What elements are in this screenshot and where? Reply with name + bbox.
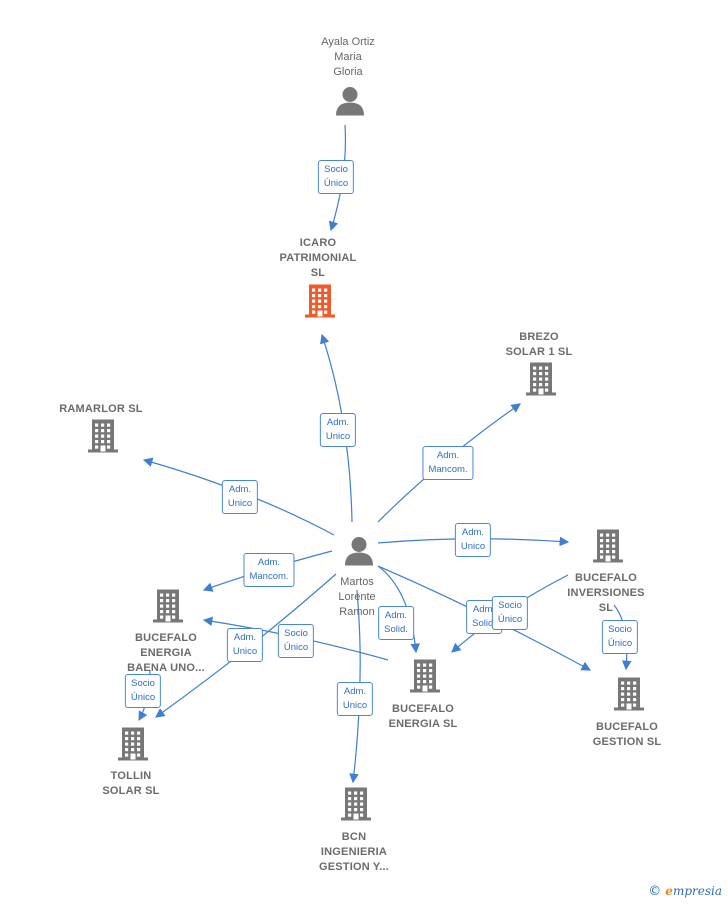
edge-e7 (377, 565, 420, 654)
node-brezo[interactable] (524, 361, 558, 402)
node-bucbaena[interactable] (151, 588, 185, 629)
node-bcn[interactable] (339, 786, 373, 827)
node-label-icaro[interactable]: ICARO PATRIMONIAL SL (279, 237, 357, 279)
node-label-martos[interactable]: Martos Lorente Ramon (338, 576, 376, 618)
edge-label-e12[interactable]: Socio Único (277, 624, 315, 658)
node-bucgestion[interactable] (612, 676, 646, 717)
node-label-bucbaena[interactable]: BUCEFALO ENERGIA BAENA UNO... (127, 632, 205, 674)
edge-label-e10[interactable]: Socio Único (601, 620, 639, 654)
building-icon (526, 362, 556, 396)
node-label-ramarlor[interactable]: RAMARLOR SL (59, 403, 143, 415)
edge-label-e3[interactable]: Adm. Mancom. (422, 446, 474, 480)
edge-label-e7[interactable]: Adm. Solid. (378, 606, 414, 640)
building-icon (341, 787, 371, 821)
edge-label-e13[interactable]: Adm. Unico (336, 682, 374, 716)
node-icaro[interactable] (303, 283, 337, 324)
edge-label-e4[interactable]: Adm. Unico (221, 480, 259, 514)
node-label-ayala[interactable]: Ayala Ortiz Maria Gloria (321, 36, 375, 78)
edge-label-e6[interactable]: Adm. Mancom. (243, 553, 295, 587)
building-icon (153, 589, 183, 623)
node-label-bucgestion[interactable]: BUCEFALO GESTION SL (592, 721, 662, 748)
node-bucenergia[interactable] (408, 658, 442, 699)
node-label-bucenergia[interactable]: BUCEFALO ENERGIA SL (388, 703, 458, 730)
edge-label-e11[interactable]: Adm. Unico (226, 628, 264, 662)
person-icon (336, 87, 364, 116)
building-icon (410, 659, 440, 693)
edge-label-e2[interactable]: Adm. Unico (319, 413, 357, 447)
building-icon (305, 284, 335, 318)
node-martos[interactable] (343, 535, 375, 572)
person-icon (345, 537, 373, 566)
building-icon (593, 529, 623, 563)
node-ramarlor[interactable] (86, 418, 120, 459)
building-icon (614, 677, 644, 711)
node-ayala[interactable] (334, 85, 366, 122)
edge-label-e9[interactable]: Socio Único (491, 596, 529, 630)
node-label-bucinv[interactable]: BUCEFALO INVERSIONES SL (567, 572, 645, 614)
edge-label-e14[interactable]: Socio Único (124, 674, 162, 708)
node-label-tollin[interactable]: TOLLIN SOLAR SL (102, 770, 160, 797)
empresia-logo: ©empresia (648, 884, 722, 899)
building-icon (118, 727, 148, 761)
edge-label-e1[interactable]: Socio Único (317, 160, 355, 194)
node-bucinv[interactable] (591, 528, 625, 569)
building-icon (88, 419, 118, 453)
node-tollin[interactable] (116, 726, 150, 767)
node-label-bcn[interactable]: BCN INGENIERIA GESTION Y... (318, 831, 390, 873)
edge-label-e5[interactable]: Adm. Unico (454, 523, 492, 557)
node-label-brezo[interactable]: BREZO SOLAR 1 SL (505, 331, 573, 358)
